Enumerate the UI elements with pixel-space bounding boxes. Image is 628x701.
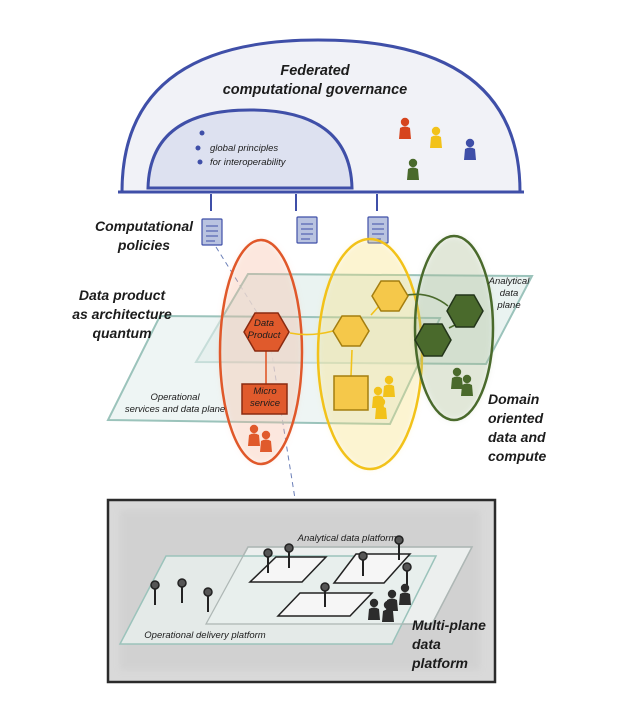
policy-documents <box>201 194 389 246</box>
analytical-line3: plane <box>497 300 521 311</box>
operational-platform-label: Operational delivery platform <box>144 630 266 641</box>
domain-yellow <box>316 237 424 471</box>
architecture-quantum-label: Data product as architecture quantum <box>62 286 182 343</box>
governance-title: Federated computational governance <box>215 62 415 100</box>
yellow-service-node <box>333 375 369 411</box>
hexagon-icon <box>414 323 452 357</box>
data-product-line2: Product <box>247 330 281 341</box>
governance-dome <box>118 38 524 194</box>
operational-line1: Operational <box>150 392 200 403</box>
analytical-line1: Analytical <box>488 276 530 287</box>
governance-title-line2: computational governance <box>222 82 408 98</box>
domain-line2: oriented <box>488 410 544 426</box>
platform-line3: platform <box>412 655 468 671</box>
policies-label: Computational policies <box>90 217 198 255</box>
multi-plane-platform-label: Multi-plane data platform <box>412 616 492 673</box>
policies-line1: Computational <box>95 218 193 234</box>
data-product-line1: Data <box>253 318 275 329</box>
document-icon <box>296 216 318 244</box>
bullet-icon <box>195 130 205 165</box>
domain-line4: compute <box>488 448 547 464</box>
platform-line1: Multi-plane <box>412 617 486 633</box>
quantum-line2: as architecture <box>72 306 172 322</box>
platform-sub-planes <box>248 553 412 617</box>
data-product-label: Data Product <box>242 318 286 342</box>
micro-service-line2: service <box>249 398 281 409</box>
micro-service-label: Micro service <box>243 386 287 410</box>
analytical-platform-label: Analytical data platform <box>297 533 397 544</box>
domain-green <box>413 234 495 422</box>
domain-orange <box>218 238 304 466</box>
domain-label: Domain oriented data and compute <box>488 390 558 466</box>
hexagon-icon <box>243 312 290 352</box>
analytical-line2: data <box>499 288 519 299</box>
operational-line2: services and data plane <box>124 404 226 415</box>
domain-line3: data and <box>488 429 546 445</box>
hexagons <box>243 280 484 357</box>
hexagon-icon <box>371 280 409 312</box>
quantum-line1: Data product <box>78 287 166 303</box>
document-icon <box>201 218 223 246</box>
governance-title-line1: Federated <box>280 63 350 79</box>
hexagon-icon <box>446 294 484 328</box>
platform-line2: data <box>412 636 441 652</box>
operational-plane-label: Operational services and data plane <box>116 392 234 416</box>
quantum-line3: quantum <box>92 325 152 341</box>
micro-service-line1: Micro <box>253 386 277 397</box>
governance-principles: global principles for interoperability <box>210 142 320 170</box>
analytical-plane-label: Analytical data plane <box>478 276 540 312</box>
domain-line1: Domain <box>488 391 540 407</box>
principles-line1: global principles <box>210 143 279 154</box>
hexagon-icon <box>332 315 370 347</box>
micro-service-node <box>241 383 288 415</box>
principles-line2: for interoperability <box>210 157 286 168</box>
policies-line2: policies <box>117 237 171 253</box>
